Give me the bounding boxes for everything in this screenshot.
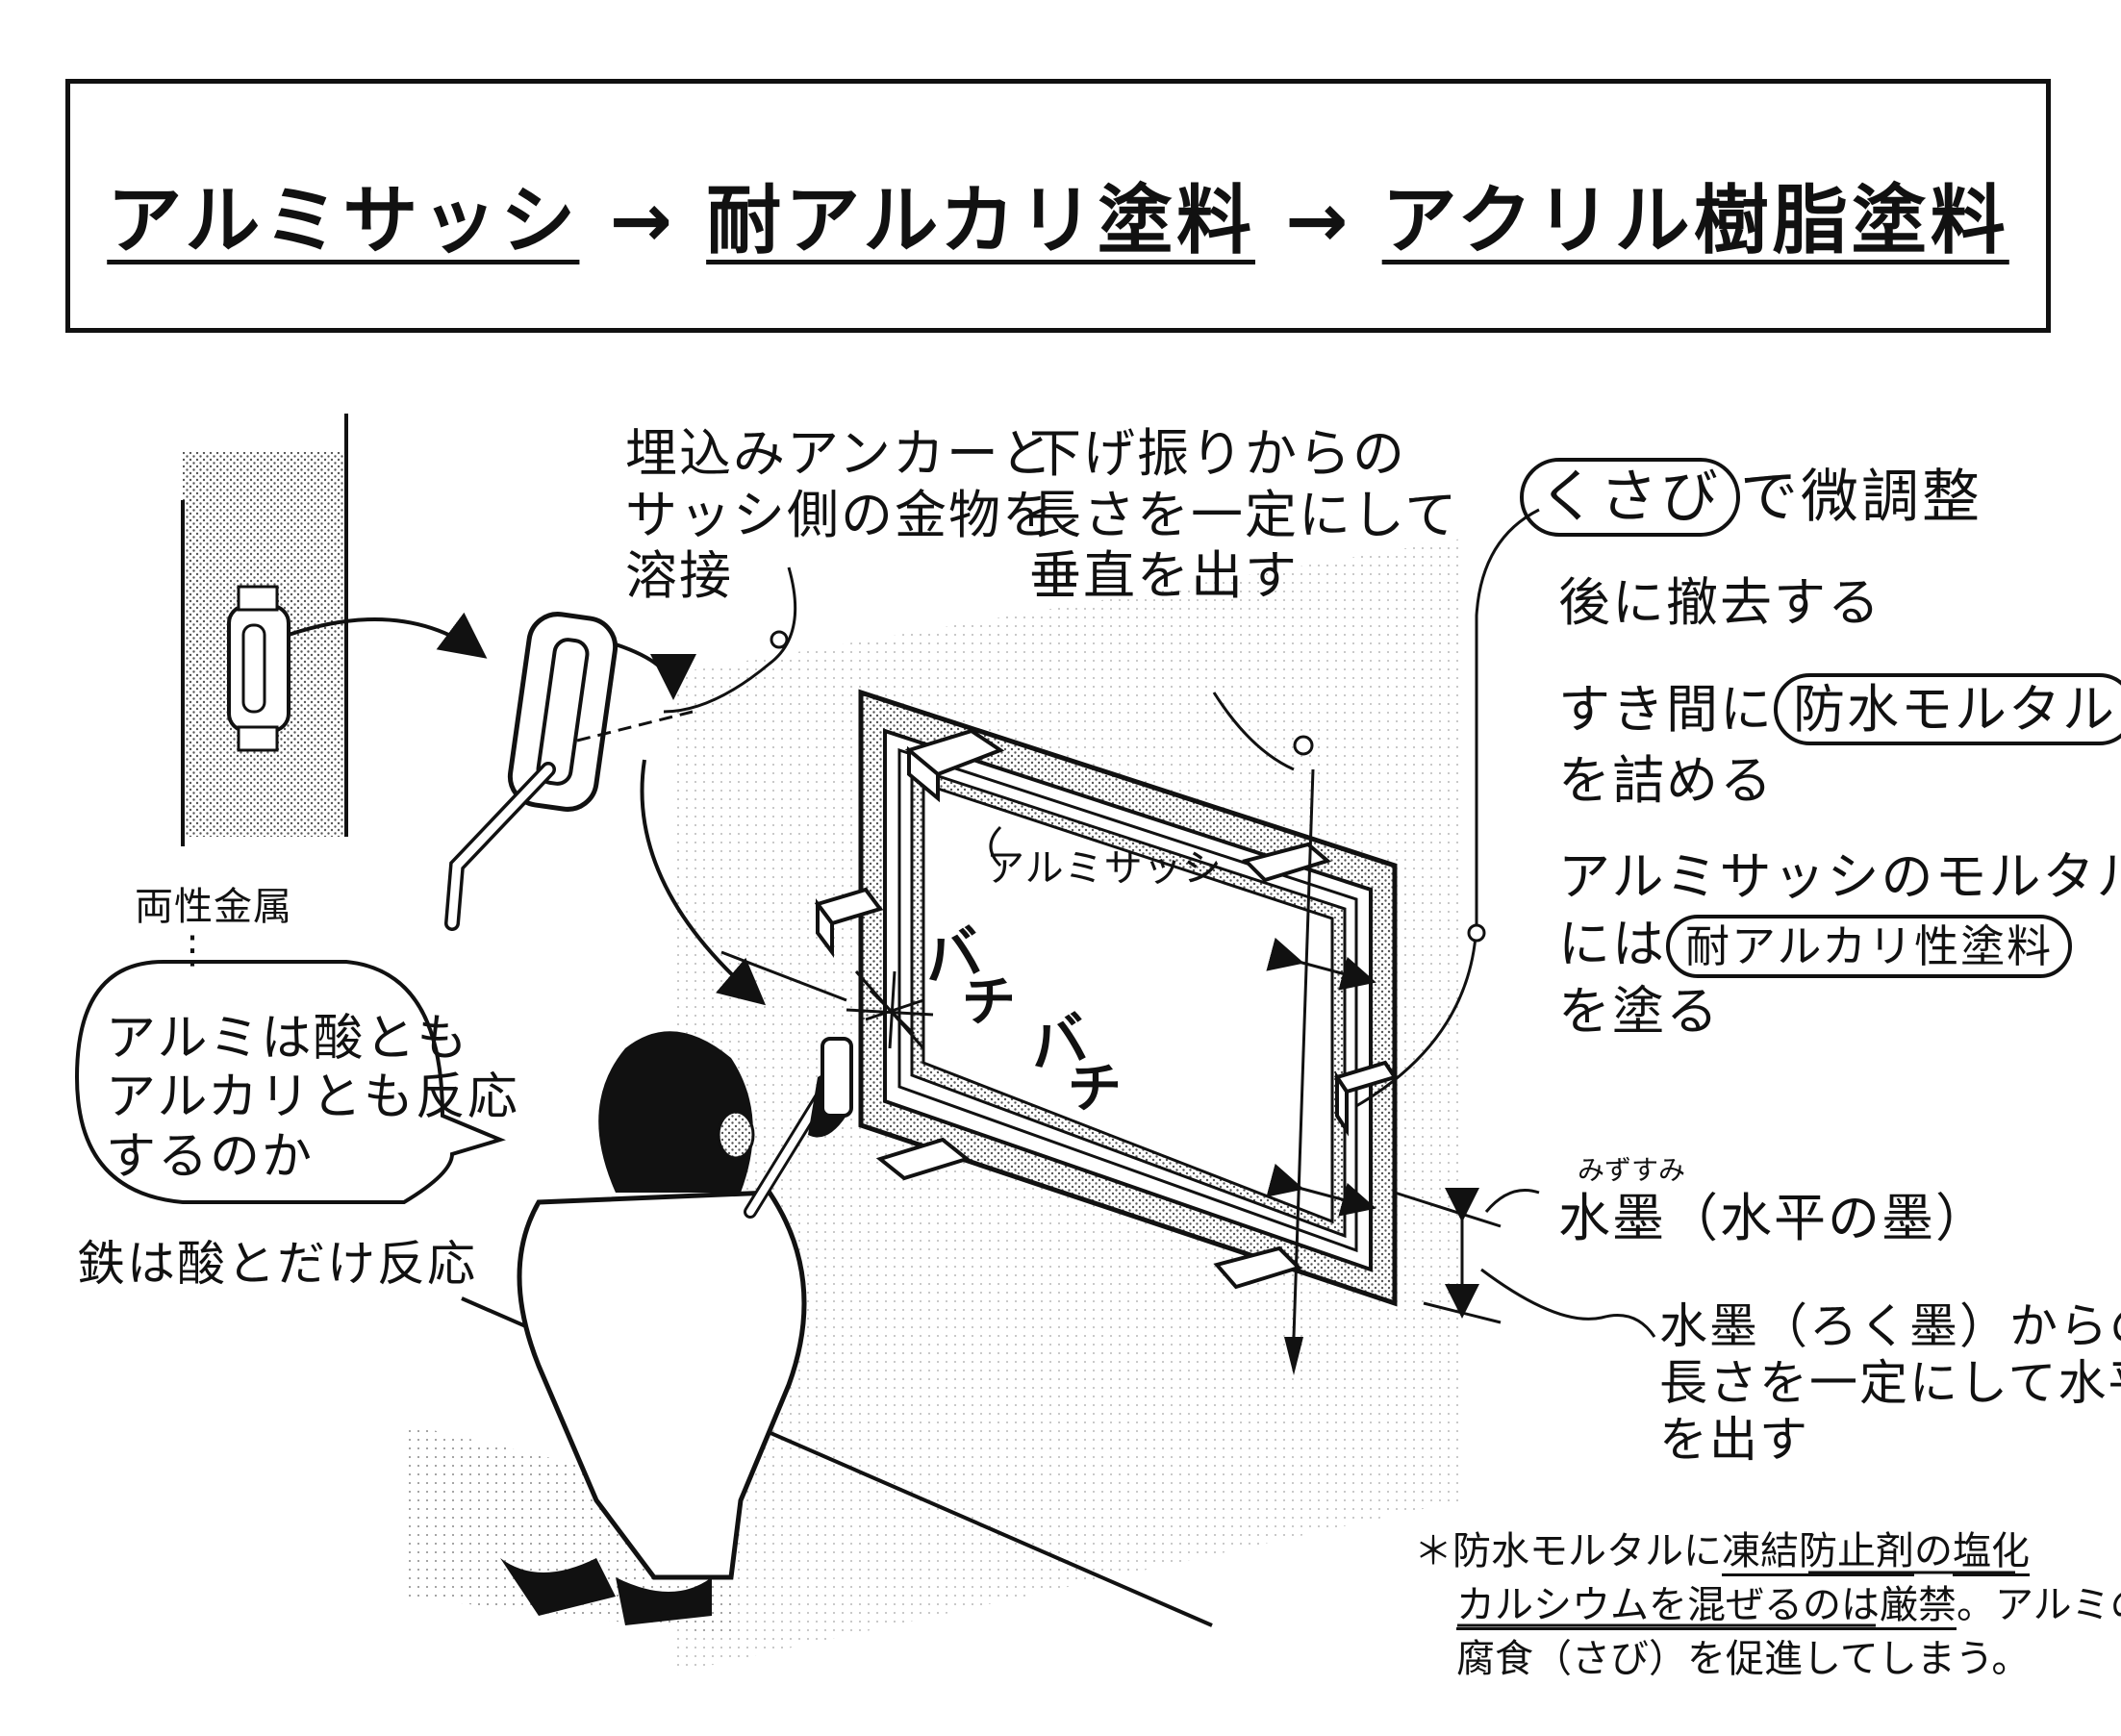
wedge-note-rest: で微調整 — [1740, 464, 1982, 531]
measure-arrow-top — [1266, 937, 1376, 991]
measure-arrow-bottom — [1266, 1163, 1376, 1217]
sash-hardware-detail — [444, 612, 696, 931]
title-alkali-paint: 耐アルカリ塗料 — [706, 178, 1255, 264]
level-note-line-2: 長さを一定にして水平 — [1659, 1355, 2121, 1411]
anchor-note: 埋込みアンカーと サッシ側の金物を 溶接 — [625, 423, 1056, 607]
plumb-note-line-3: 垂直を出す — [1029, 545, 1299, 607]
level-note: 水墨（ろく墨）からの 長さを一定にして水平 を出す — [1659, 1298, 2121, 1469]
title-text: アルミサッシ → 耐アルカリ塗料 → アクリル樹脂塗料 — [70, 161, 2046, 268]
wedge-note: くさびで微調整 — [1520, 458, 1982, 537]
mizusumi-ruby: みずすみ — [1578, 1154, 1686, 1186]
footnote-line2a: カルシウムを混ぜるのは — [1456, 1583, 1880, 1630]
footnote-line-3: 腐食（さび）を促進してしまう。 — [1456, 1637, 2031, 1681]
plumb-bob — [1212, 692, 1315, 1375]
paint-note-line-1: アルミサッシのモルタル側 — [1558, 846, 2121, 907]
plumb-note-line-2: 長さを一定にして — [1029, 484, 1459, 545]
plumb-note-line-1: 下げ振りからの — [1029, 423, 1406, 484]
paint-note-line-3: を塗る — [1558, 981, 1720, 1042]
iron-note: 鉄は酸とだけ反応 — [77, 1236, 477, 1292]
title-box: アルミサッシ → 耐アルカリ塗料 → アクリル樹脂塗料 — [65, 79, 2051, 333]
worker-figure — [500, 1031, 853, 1625]
title-arrow-1: → — [609, 178, 676, 264]
window-frame — [858, 689, 1398, 1307]
footnote-chloride: 塩化 — [1953, 1529, 2030, 1576]
footnote-antifreeze: 凍結防止剤 — [1722, 1529, 1914, 1576]
weld-arrow — [640, 759, 767, 1006]
title-acrylic-paint: アクリル樹脂塗料 — [1381, 178, 2009, 264]
level-note-line-1: 水墨（ろく墨）からの — [1659, 1298, 2121, 1354]
sash-label-leader — [989, 825, 1002, 868]
footnote-line1c: の — [1914, 1529, 1953, 1573]
wedges — [814, 728, 1399, 1290]
footnote-line-1: ＊防水モルタルに凍結防止剤の塩化 — [1414, 1524, 2121, 1578]
mortar-circled: 防水モルタル — [1774, 673, 2121, 745]
anchor-arrow — [288, 612, 488, 659]
title-aluminum-sash: アルミサッシ — [107, 178, 580, 264]
wall-panel-embedded-anchor — [181, 414, 348, 846]
mortar-note-line-2: を詰める — [1558, 750, 1774, 811]
amphoteric-dots: ⋮ — [173, 928, 213, 972]
spark-sound-4: チ — [1068, 1058, 1122, 1120]
spark-sound-2: チ — [962, 971, 1016, 1034]
paint-note-line-2: には耐アルカリ性塗料 — [1558, 914, 2073, 978]
weld-spark — [720, 950, 934, 1049]
level-note-line-3: を出す — [1659, 1412, 1809, 1468]
footnote-line2c: 。アルミの — [1957, 1583, 2121, 1627]
speech-text: アルミは酸とも アルカリとも反応 するのか — [106, 1010, 519, 1187]
mortar-note-pre: すき間に — [1558, 679, 1774, 740]
sash-label: アルミサッシ — [986, 846, 1223, 891]
footnote: ＊防水モルタルに凍結防止剤の塩化 カルシウムを混ぜるのは厳禁。アルミの 腐食（さ… — [1414, 1524, 2121, 1686]
wedge-note-line-2: 後に撤去する — [1558, 572, 1881, 633]
footnote-prohibited: 厳禁 — [1880, 1583, 1957, 1630]
paint-note-pre: には — [1558, 914, 1666, 974]
speech-line-1: アルミは酸とも — [106, 1010, 469, 1068]
plumb-note: 下げ振りからの 長さを一定にして 垂直を出す — [1029, 423, 1458, 607]
speech-line-2: アルカリとも反応 — [106, 1069, 519, 1127]
speech-bubble — [74, 960, 506, 1204]
anchor-note-line-3: 溶接 — [625, 545, 733, 607]
anchor-leader — [663, 566, 797, 714]
anchor-note-line-2: サッシ側の金物を — [625, 484, 1056, 545]
footnote-line-2: カルシウムを混ぜるのは厳禁。アルミの — [1414, 1578, 2121, 1632]
amphoteric-label: 両性金属 — [135, 885, 292, 929]
level-marking — [1394, 1188, 1656, 1338]
title-arrow-2: → — [1285, 178, 1352, 264]
floor-shadow — [404, 1423, 731, 1635]
speech-line-3: するのか — [106, 1127, 315, 1186]
paint-circled: 耐アルカリ性塗料 — [1666, 915, 2073, 978]
mizusumi-label: 水墨（水平の墨） — [1558, 1188, 1989, 1248]
anchor-note-line-1: 埋込みアンカーと — [625, 423, 1054, 484]
footnote-line1a: 防水モルタルに — [1452, 1529, 1722, 1573]
wedge-circled: くさび — [1520, 458, 1740, 537]
footnote-mark: ＊ — [1414, 1529, 1452, 1573]
